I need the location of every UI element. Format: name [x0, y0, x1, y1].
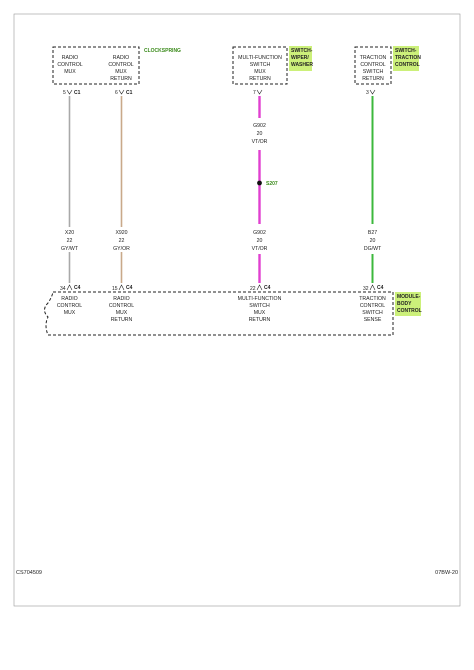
multifunction-switch-label-3: MUX	[254, 69, 266, 75]
splice-s207: S207	[257, 180, 278, 187]
wire-4-top-pin: 3	[366, 90, 369, 96]
wire-4-bottom-conn: C4	[377, 285, 384, 291]
bcm-pin-2-label-1: RADIO	[113, 296, 129, 302]
wire-1-color-code: GY/WT	[61, 246, 79, 252]
wire-3-top-connector-icon	[256, 89, 263, 95]
top-pins: 5 C1 6 C1 7 3	[63, 89, 376, 96]
bcm-pin-3-label-2: SWITCH	[249, 303, 270, 309]
wire-3-gauge: 20	[257, 238, 263, 244]
splice-label: S207	[266, 181, 278, 187]
wire-3-upper-label: G902 20 VT/OR	[248, 120, 271, 148]
clockspring-left-label-1: RADIO	[62, 55, 78, 61]
wire-1-circuit: X20	[65, 230, 74, 236]
wire-2-gauge: 22	[119, 238, 125, 244]
clockspring-right-label-3: MUX	[115, 69, 127, 75]
wire-2-top-conn: C1	[126, 90, 133, 96]
traction-switch-tag-bg	[393, 46, 419, 71]
wire-3-color-code: VT/OR	[252, 246, 268, 252]
bcm-pin-3-label-1: MULTI-FUNCTION	[238, 296, 282, 302]
bcm-pin-2-label-3: MUX	[116, 310, 128, 316]
wire-4-bottom-pin: 32	[363, 286, 369, 292]
multifunction-switch-tag-bg	[289, 46, 312, 71]
bcm-pin-1-label-2: CONTROL	[57, 303, 82, 309]
bcm-tag-1: MODULE-	[397, 294, 421, 300]
traction-switch-label-2: CONTROL	[360, 62, 385, 68]
wire-4-gauge: 20	[370, 238, 376, 244]
wire-3-upper-color-code: VT/OR	[252, 139, 268, 145]
body-control-module-component: MODULE- BODY CONTROL RADIO CONTROL MUX R…	[44, 291, 422, 336]
bottom-pins: 34 C4 15 C4 22 C4 32 C4	[60, 284, 384, 292]
multifunction-switch-tag-1: SWITCH-	[291, 48, 313, 54]
bcm-pin-3-label-4: RETURN	[249, 317, 271, 323]
clockspring-left-label-3: MUX	[64, 69, 76, 75]
bcm-outline	[44, 291, 394, 336]
multifunction-switch-tag-3: WASHER	[291, 62, 313, 68]
wire-2-color-code: GY/OR	[113, 246, 130, 252]
traction-switch-component: SWITCH- TRACTION CONTROL TRACTION CONTRO…	[354, 46, 421, 85]
multifunction-switch-label-1: MULTI-FUNCTION	[238, 55, 282, 61]
wire-4-bottom-connector-icon	[369, 284, 376, 291]
splice-dot-icon	[257, 180, 262, 186]
traction-switch-tag-3: CONTROL	[395, 62, 420, 68]
wire-3-bottom-pin: 22	[250, 286, 256, 292]
clockspring-right-label-1: RADIO	[113, 55, 129, 61]
wire-2-top-pin: 6	[115, 90, 118, 96]
traction-switch-tag-2: TRACTION	[395, 55, 421, 61]
multifunction-switch-label-2: SWITCH	[250, 62, 271, 68]
wire-4-color-code: DG/WT	[364, 246, 382, 252]
footer-right-code: 07BW-20	[435, 570, 458, 576]
bcm-tag-2: BODY	[397, 301, 412, 307]
wire-1-bottom-conn: C4	[74, 285, 81, 291]
wire-2-bottom-conn: C4	[126, 285, 133, 291]
bcm-tag-3: CONTROL	[397, 308, 422, 314]
clockspring-right-label-2: CONTROL	[108, 62, 133, 68]
wire-3-bottom-connector-icon	[256, 284, 263, 291]
page-frame	[13, 13, 461, 607]
multifunction-switch-label-4: RETURN	[249, 76, 271, 82]
wire-3-upper-gauge: 20	[257, 131, 263, 137]
bcm-pin-4-label-1: TRACTION	[359, 296, 386, 302]
wire-1-bottom-pin: 34	[60, 286, 66, 292]
bcm-pin-1-label-3: MUX	[64, 310, 76, 316]
wire-2-circuit: X920	[115, 230, 127, 236]
bcm-pin-4-label-4: SENSE	[364, 317, 382, 323]
footer-left-code: CS704509	[16, 570, 42, 576]
clockspring-component: CLOCKSPRING RADIO CONTROL MUX RADIO CONT…	[52, 46, 181, 85]
multifunction-switch-component: SWITCH- WIPER/ WASHER MULTI-FUNCTION SWI…	[232, 46, 313, 85]
bcm-pin-4-label-2: CONTROL	[360, 303, 385, 309]
bcm-pin-2-label-4: RETURN	[111, 317, 133, 323]
wire-3-bottom-conn: C4	[264, 285, 271, 291]
wire-lower-labels: X20 22 GY/WT X920 22 GY/OR G902 20 VT/OR…	[58, 227, 382, 252]
wire-3-circuit: G902	[253, 230, 266, 236]
wire-3-top-pin: 7	[253, 90, 256, 96]
clockspring-tag: CLOCKSPRING	[144, 48, 181, 54]
multifunction-switch-tag-2: WIPER/	[291, 55, 309, 61]
wire-4-circuit: B27	[368, 230, 377, 236]
wire-2-bottom-pin: 15	[112, 286, 118, 292]
bcm-pin-2-label-2: CONTROL	[109, 303, 134, 309]
bcm-tag-bg	[395, 292, 421, 316]
bcm-pin-4-label-3: SWITCH	[362, 310, 383, 316]
clockspring-left-label-2: CONTROL	[57, 62, 82, 68]
wire-3-upper-circuit: G902	[253, 123, 266, 129]
wire-2-top-connector-icon	[118, 89, 125, 95]
wire-1-gauge: 22	[67, 238, 73, 244]
traction-switch-label-3: SWITCH	[363, 69, 384, 75]
wire-4-top-connector-icon	[369, 89, 376, 95]
bcm-pin-1-label-1: RADIO	[61, 296, 77, 302]
wire-1-top-connector-icon	[66, 89, 73, 95]
wire-1-top-conn: C1	[74, 90, 81, 96]
wire-1-bottom-connector-icon	[66, 284, 73, 291]
wire-1-top-pin: 5	[63, 90, 66, 96]
traction-switch-label-4: RETURN	[362, 76, 384, 82]
wire-2-bottom-connector-icon	[118, 284, 125, 291]
traction-switch-label-1: TRACTION	[360, 55, 387, 61]
traction-switch-tag-1: SWITCH-	[395, 48, 417, 54]
bcm-pin-3-label-3: MUX	[254, 310, 266, 316]
clockspring-right-label-4: RETURN	[110, 76, 132, 82]
